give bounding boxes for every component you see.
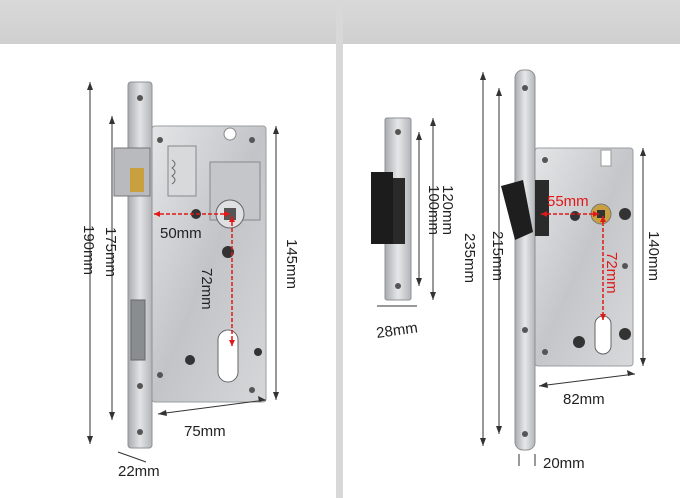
height-inner-right-label: 215mm: [489, 231, 506, 281]
cylinder-cutout-right: [594, 315, 612, 355]
case-width-label: 75mm: [184, 423, 226, 440]
left-lock-drawing: 190mm 175mm 145mm 50mm 72mm 75mm 22mm: [80, 81, 300, 480]
height-total-label: 190mm: [80, 225, 97, 275]
spindle-to-cylinder-label: 72mm: [198, 268, 215, 310]
backset-label: 50mm: [160, 225, 202, 242]
strike-outer-label: 120mm: [439, 185, 456, 235]
height-case-right-label: 140mm: [645, 231, 662, 281]
strike-width-label: 28mm: [375, 319, 419, 342]
height-faceplate-label: 175mm: [102, 227, 119, 277]
faceplate-width-right-label: 20mm: [543, 455, 585, 472]
right-product-view: 120mm 100mm 28mm 235mm 215mm 140mm 55mm …: [343, 0, 680, 498]
cylinder-cutout: [217, 329, 239, 383]
left-product-view: 190mm 175mm 145mm 50mm 72mm 75mm 22mm: [0, 0, 336, 498]
backset-right-label: 55mm: [547, 193, 589, 210]
height-case-label: 145mm: [283, 239, 300, 289]
strike-inner-label: 100mm: [425, 185, 442, 235]
height-total-right-label: 235mm: [461, 233, 478, 283]
faceplate-width-label: 22mm: [118, 463, 160, 480]
spindle-to-cylinder-right-label: 72mm: [603, 252, 620, 294]
case-width-right-label: 82mm: [563, 391, 605, 408]
left-header-bar: [0, 0, 336, 44]
right-header-bar: [343, 0, 680, 44]
faceplate: [127, 81, 153, 449]
right-lock-drawing: 120mm 100mm 28mm 235mm 215mm 140mm 55mm …: [371, 69, 662, 472]
faceplate-right: [514, 69, 536, 451]
latch-bolt-right: [501, 180, 533, 240]
